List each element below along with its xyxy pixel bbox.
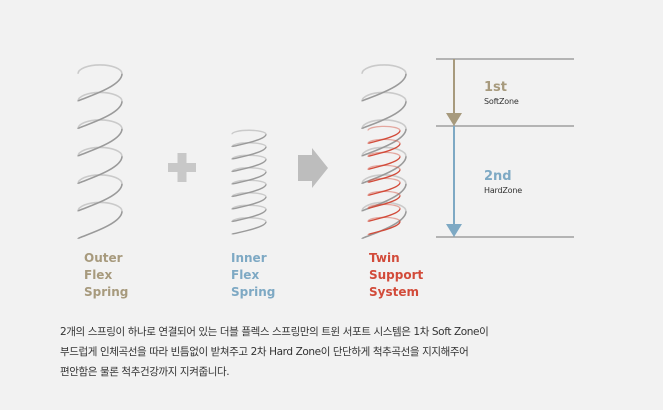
twin-inner-coil-front: [367, 195, 401, 210]
soft-zone-title: 1st: [484, 80, 507, 95]
outer-spring-coil-back: [77, 119, 123, 129]
twin-support-system-label: Twin Support System: [369, 250, 423, 301]
twin-outer-coil-front: [361, 101, 407, 130]
inner-spring-coil-front: [231, 196, 267, 210]
inner-spring-illustration: [231, 129, 267, 235]
twin-inner-coil-front: [367, 182, 401, 197]
twin-outer-coil-front: [361, 156, 407, 185]
twin-inner-coil-back: [367, 177, 401, 183]
inner-spring-coil-front: [231, 171, 267, 185]
twin-inner-coil-front: [367, 156, 401, 171]
outer-spring-coil-front: [77, 73, 123, 103]
inner-spring-coil-front: [231, 133, 267, 148]
hard-zone-arrow-head: [446, 224, 462, 237]
description-text: 2개의 스프링이 하나로 연결되어 있는 더블 플렉스 스프링만의 트윈 서포트…: [60, 322, 620, 382]
outer-flex-spring-label: Outer Flex Spring: [84, 250, 128, 301]
twin-inner-coil-back: [367, 151, 401, 157]
twin-outer-coil-front: [361, 128, 407, 158]
twin-outer-coil-back: [361, 119, 407, 129]
twin-inner-coil-front: [367, 208, 401, 223]
description-line: 편안함은 물론 척추건강까지 지켜줍니다.: [60, 366, 230, 378]
outer-spring-coil-front: [77, 183, 123, 213]
twin-outer-coil-front: [361, 211, 407, 240]
inner-spring-coil-front: [231, 183, 267, 198]
twin-outer-coil-back: [361, 174, 407, 184]
label-line: Twin: [369, 251, 400, 265]
label-line: Inner: [231, 251, 267, 265]
twin-outer-coil-back: [361, 201, 407, 212]
label-line: Support: [369, 268, 424, 282]
inner-spring-coil-front: [231, 221, 267, 235]
label-line: Flex: [231, 268, 260, 282]
inner-spring-coil-back: [231, 142, 267, 148]
inner-spring-coil-back: [231, 154, 267, 160]
inner-spring-coil-back: [231, 179, 267, 185]
twin-outer-coil-back: [361, 146, 407, 157]
inner-flex-spring-label: Inner Flex Spring: [231, 250, 275, 301]
twin-inner-coil-back: [367, 164, 401, 170]
outer-spring-coil-back: [77, 64, 123, 74]
label-line: Spring: [231, 285, 276, 299]
inner-spring-coil-front: [231, 158, 267, 173]
inner-spring-coil-back: [231, 192, 267, 198]
twin-inner-coil-back: [367, 125, 401, 131]
twin-inner-coil-back: [367, 190, 401, 196]
plus-icon: [168, 153, 196, 182]
hard-zone-title: 2nd: [484, 169, 512, 184]
label-line: Spring: [84, 285, 129, 299]
label-line: System: [369, 285, 419, 299]
hard-zone-subtitle: HardZone: [484, 186, 522, 195]
twin-outer-coil-front: [361, 183, 407, 213]
outer-spring-coil-front: [77, 211, 123, 240]
description-line: 부드럽게 인체곡선을 따라 빈틈없이 받쳐주고 2차 Hard Zone이 단단…: [60, 346, 469, 358]
outer-spring-coil-back: [77, 146, 123, 157]
inner-spring-coil-back: [231, 129, 267, 135]
inner-spring-coil-back: [231, 167, 267, 173]
twin-inner-coil-back: [367, 203, 401, 209]
twin-inner-coil-front: [367, 130, 401, 145]
outer-spring-coil-back: [77, 91, 123, 102]
outer-spring-coil-back: [77, 201, 123, 212]
soft-zone-subtitle: SoftZone: [484, 97, 519, 106]
inner-spring-coil-front: [231, 208, 267, 223]
twin-inner-coil-back: [367, 216, 401, 222]
twin-inner-coil-front: [367, 143, 401, 158]
inner-spring-coil-back: [231, 217, 267, 223]
inner-spring-coil-front: [231, 146, 267, 160]
outer-spring-coil-front: [77, 156, 123, 185]
twin-inner-spring-illustration: [367, 125, 401, 236]
soft-zone-arrow-head: [446, 113, 462, 126]
twin-inner-coil-front: [367, 169, 401, 184]
twin-outer-coil-back: [361, 64, 407, 74]
label-line: Flex: [84, 268, 113, 282]
description-line: 2개의 스프링이 하나로 연결되어 있는 더블 플렉스 스프링만의 트윈 서포트…: [60, 326, 489, 338]
outer-spring-coil-back: [77, 174, 123, 184]
inner-spring-coil-back: [231, 204, 267, 210]
arrow-right-icon: [298, 148, 328, 188]
twin-outer-coil-back: [361, 91, 407, 102]
outer-spring-coil-front: [77, 101, 123, 130]
outer-spring-coil-front: [77, 128, 123, 158]
label-line: Outer: [84, 251, 123, 265]
twin-inner-coil-front: [367, 221, 401, 236]
outer-spring-illustration: [77, 64, 123, 240]
twin-outer-coil-front: [361, 73, 407, 103]
zone-scale: [436, 58, 574, 238]
twin-inner-coil-back: [367, 138, 401, 144]
